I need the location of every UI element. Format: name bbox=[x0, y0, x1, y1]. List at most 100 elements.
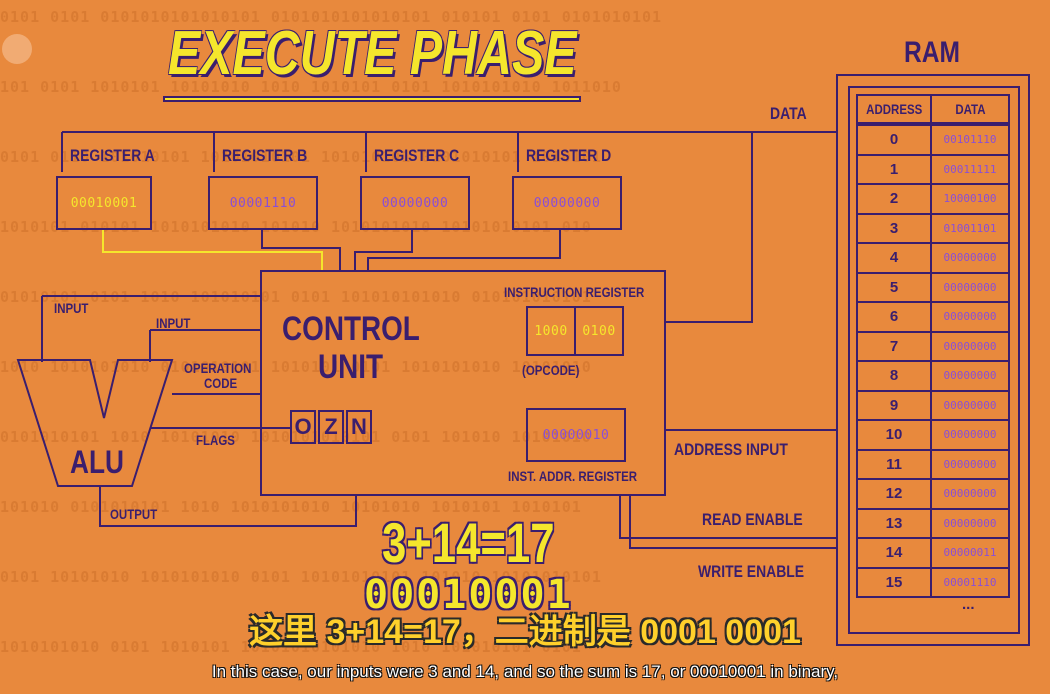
operand-box bbox=[574, 306, 624, 356]
register-b-box bbox=[208, 176, 318, 230]
inst-addr-value: 00000010 bbox=[542, 428, 610, 443]
register-c-box bbox=[360, 176, 470, 230]
register-d-wire bbox=[367, 230, 561, 272]
page-title: EXECUTE PHASE bbox=[168, 19, 577, 88]
ram-ellipsis: ... bbox=[962, 596, 975, 613]
ram-address-value: 9 bbox=[889, 396, 899, 414]
ram-outer-box bbox=[836, 74, 1030, 646]
alu-input-left-label: INPUT bbox=[54, 300, 89, 316]
background-binary-line: 1010 1010101010 0101010101 1010101 0101 … bbox=[0, 358, 592, 376]
ram-data-value: 00000011 bbox=[943, 546, 997, 560]
ram-address-value: 10 bbox=[885, 426, 903, 444]
ram-address-cell: 2 bbox=[856, 183, 932, 215]
binary-result: 00010001 bbox=[364, 572, 573, 618]
ram-address-cell: 3 bbox=[856, 212, 932, 244]
alu-operation-code-line1: OPERATION bbox=[184, 360, 252, 376]
flag-zero: Z bbox=[318, 410, 344, 444]
read-enable-wire bbox=[619, 494, 838, 539]
operand-value: 0100 bbox=[582, 324, 616, 339]
alu-label: ALU bbox=[70, 444, 124, 480]
ram-header-data-text: DATA bbox=[954, 101, 986, 117]
ram-data-cell: 00001110 bbox=[930, 566, 1010, 598]
ram-header-data: DATA bbox=[930, 94, 1010, 124]
background-binary-line: 1010101010 0101 1010101 10101010101010 1… bbox=[0, 638, 582, 656]
ram-data-cell: 00000000 bbox=[930, 389, 1010, 421]
ram-data-cell: 00000000 bbox=[930, 271, 1010, 303]
ram-data-cell: 00000000 bbox=[930, 242, 1010, 274]
ram-address-cell: 10 bbox=[856, 419, 932, 451]
ram-data-value: 00000000 bbox=[943, 280, 997, 294]
ram-address-value: 7 bbox=[889, 337, 899, 355]
background-binary-line: 0101 0110 101010101 10101010101 10101010… bbox=[0, 148, 602, 166]
background-binary-line: 01010101 0101 1010 101010101 0101 101010… bbox=[0, 288, 592, 306]
control-unit-title-line1: CONTROL bbox=[282, 310, 420, 348]
ram-address-value: 14 bbox=[885, 544, 903, 562]
ram-data-value: 00000000 bbox=[943, 369, 997, 383]
ram-data-cell: 00011111 bbox=[930, 153, 1010, 185]
register-d-value: 00000000 bbox=[533, 196, 601, 211]
ram-data-value: 00000000 bbox=[943, 457, 997, 471]
ram-address-cell: 7 bbox=[856, 330, 932, 362]
instruction-register-label: INSTRUCTION REGISTER bbox=[504, 284, 645, 300]
ram-data-value: 00000000 bbox=[943, 487, 997, 501]
ram-data-cell: 00000000 bbox=[930, 360, 1010, 392]
ram-address-value: 8 bbox=[889, 367, 899, 385]
register-b-wire bbox=[261, 230, 341, 272]
ram-address-cell: 14 bbox=[856, 537, 932, 569]
ram-address-value: 5 bbox=[889, 278, 899, 296]
register-d-label: REGISTER D bbox=[526, 146, 612, 165]
flag-negative: N bbox=[346, 410, 372, 444]
subtitle-chinese: 这里 3+14=17，二进制是 0001 0001 bbox=[249, 613, 801, 651]
title-underline bbox=[163, 96, 581, 102]
write-enable-label: WRITE ENABLE bbox=[698, 562, 805, 581]
ram-address-cell: 13 bbox=[856, 507, 932, 539]
ram-address-value: 11 bbox=[886, 455, 902, 473]
ram-data-value: 00000000 bbox=[943, 251, 997, 265]
ram-address-cell: 5 bbox=[856, 271, 932, 303]
ir-data-wire bbox=[664, 132, 753, 323]
flag-overflow: O bbox=[290, 410, 316, 444]
ram-address-value: 12 bbox=[885, 485, 903, 503]
ram-data-value: 00101110 bbox=[943, 133, 997, 147]
register-b-label: REGISTER B bbox=[222, 146, 308, 165]
ram-header-address: ADDRESS bbox=[856, 94, 932, 124]
data-bus-label: DATA bbox=[770, 104, 807, 123]
alu-operation-code-line2: CODE bbox=[204, 375, 238, 391]
read-enable-label: READ ENABLE bbox=[702, 510, 803, 529]
ram-address-value: 2 bbox=[889, 190, 899, 208]
ram-data-cell: 00000000 bbox=[930, 301, 1010, 333]
ram-address-value: 6 bbox=[889, 308, 899, 326]
alu-shape bbox=[16, 359, 174, 487]
register-c-label: REGISTER C bbox=[374, 146, 460, 165]
background-binary-line: 0101 0101 0101010101010101 0101010101010… bbox=[0, 8, 663, 26]
background-binary-line: 101010 0101010101 1010 1010101010 101010… bbox=[0, 498, 582, 516]
opcode-label: (OPCODE) bbox=[522, 362, 580, 378]
background-binary-line: 101 0101 1010101 10101010 1010 1010101 0… bbox=[0, 78, 622, 96]
ram-data-cell: 00000000 bbox=[930, 330, 1010, 362]
ram-address-cell: 6 bbox=[856, 301, 932, 333]
register-a-wire bbox=[102, 230, 323, 272]
ram-data-cell: 01001101 bbox=[930, 212, 1010, 244]
background-binary-line: 0101 10101010 1010101010 0101 1010101010… bbox=[0, 568, 602, 586]
subtitle-english: In this case, our inputs were 3 and 14, … bbox=[211, 662, 839, 681]
ram-title: RAM bbox=[904, 36, 961, 69]
ram-data-value: 00000000 bbox=[943, 339, 997, 353]
ram-data-cell: 00000011 bbox=[930, 537, 1010, 569]
alu-output-wire bbox=[99, 486, 357, 527]
ram-address-cell: 15 bbox=[856, 566, 932, 598]
ram-data-value: 01001101 bbox=[943, 221, 997, 235]
ram-address-cell: 9 bbox=[856, 389, 932, 421]
control-unit-title-line2: UNIT bbox=[318, 348, 384, 386]
ram-data-value: 00000000 bbox=[943, 428, 997, 442]
alu-input-right-label: INPUT bbox=[156, 315, 191, 331]
write-enable-wire bbox=[629, 494, 838, 549]
ram-data-value: 00000000 bbox=[943, 398, 997, 412]
register-d-box bbox=[512, 176, 622, 230]
ram-address-value: 3 bbox=[889, 219, 899, 237]
ram-address-cell: 4 bbox=[856, 242, 932, 274]
pbs-logo-icon bbox=[2, 34, 32, 64]
inst-addr-box bbox=[526, 408, 626, 462]
control-unit-box bbox=[260, 270, 666, 496]
